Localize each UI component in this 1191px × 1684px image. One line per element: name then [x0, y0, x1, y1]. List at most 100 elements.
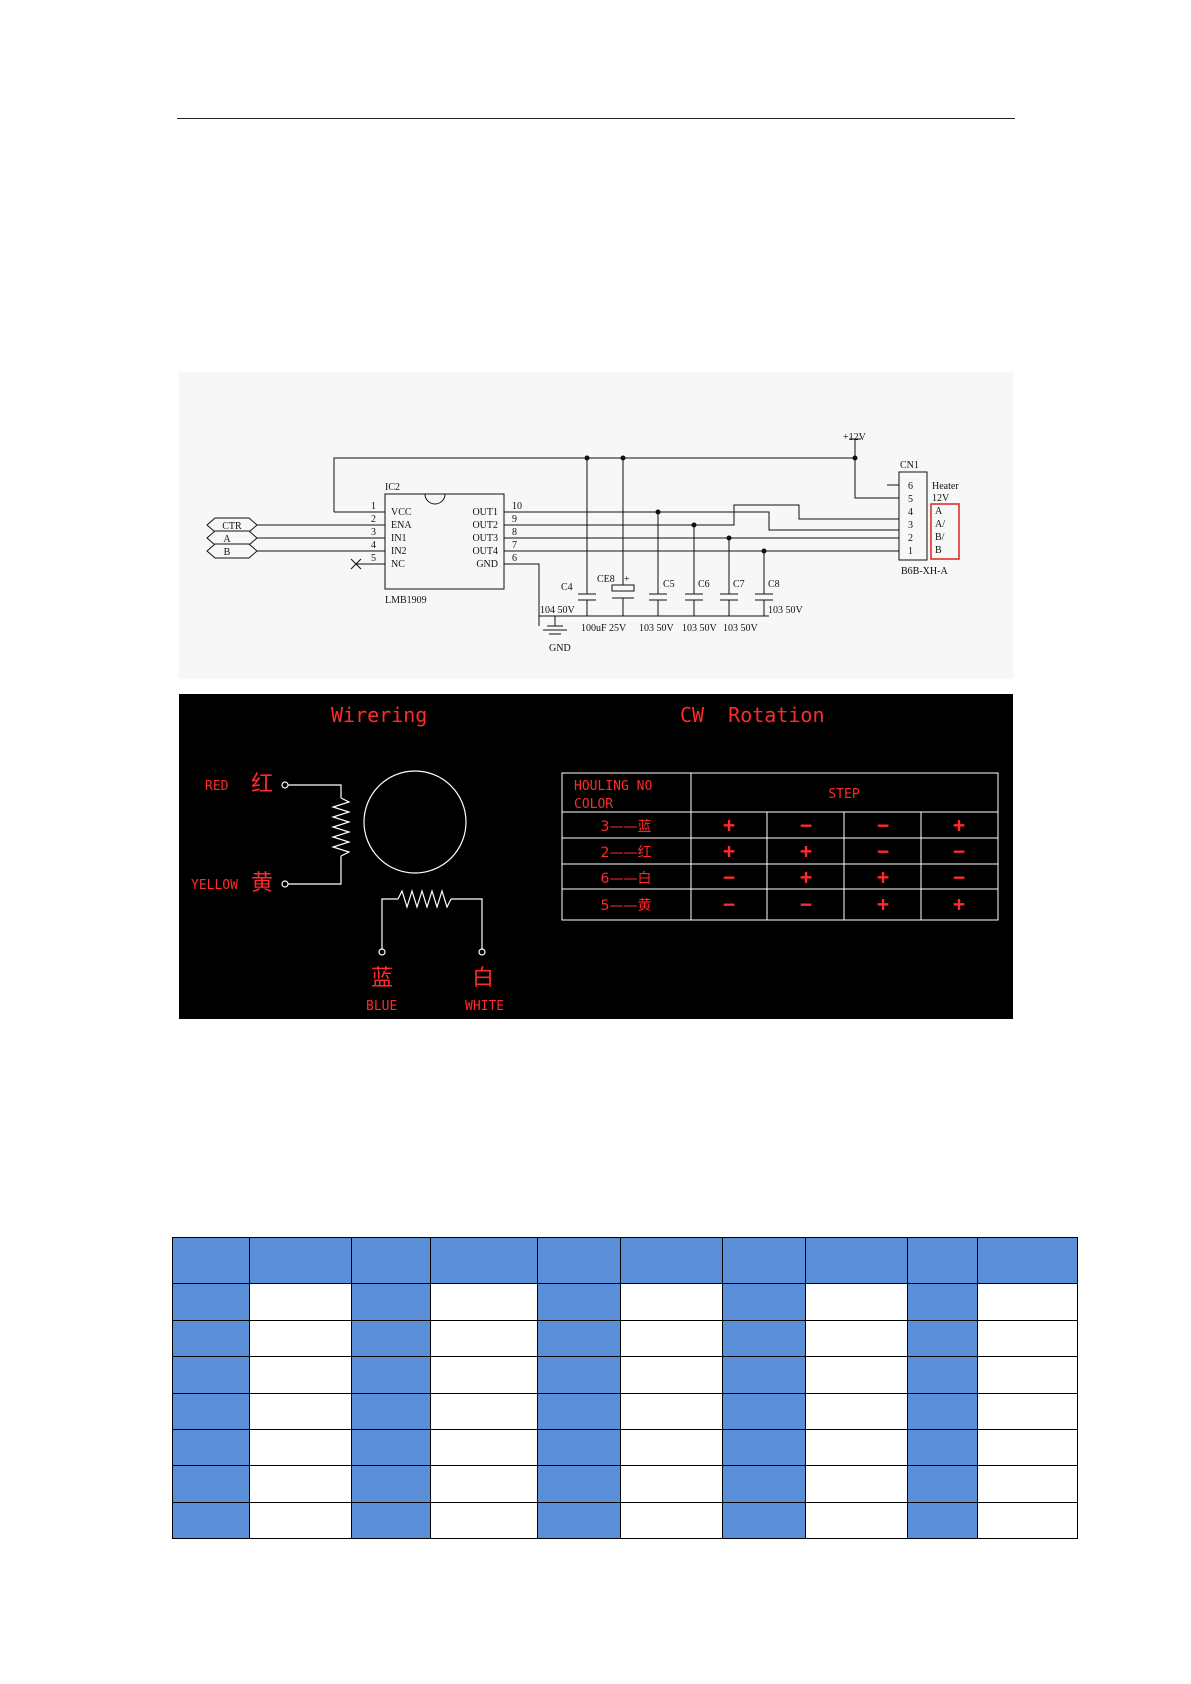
- wiring-title: Wirering: [331, 703, 427, 727]
- step-sign: −: [800, 813, 812, 837]
- input-port-a: A: [223, 534, 231, 545]
- grid-cell: [977, 1465, 1078, 1503]
- grid-cell: [977, 1319, 1078, 1358]
- step-sign: +: [877, 892, 889, 916]
- grid-cell: [351, 1356, 431, 1394]
- wire-red-cn: 红: [251, 772, 273, 797]
- step-sign: +: [877, 865, 889, 889]
- grid-cell: [430, 1392, 538, 1430]
- grid-cell: [722, 1501, 806, 1540]
- grid-cell: [351, 1501, 431, 1540]
- grid-header-cell: [977, 1236, 1078, 1285]
- grid-cell: [907, 1501, 978, 1540]
- connector-label-heater: Heater: [932, 481, 959, 492]
- grid-header-cell: [722, 1236, 806, 1285]
- step-table-header-step: STEP: [828, 787, 859, 802]
- grid-cell: [620, 1465, 723, 1503]
- grid-cell: [722, 1392, 806, 1430]
- grid-cell: [620, 1392, 723, 1430]
- grid-cell: [620, 1428, 723, 1467]
- connector-ref: CN1: [900, 460, 919, 471]
- connector-pin-1: 1: [908, 546, 913, 557]
- connector-label-a: A: [935, 506, 943, 517]
- connector-pin-4: 4: [908, 507, 913, 518]
- grid-cell: [430, 1428, 538, 1467]
- step-row-label: 3——蓝: [601, 819, 652, 835]
- step-sign: −: [723, 892, 735, 916]
- grid-cell: [430, 1283, 538, 1321]
- grid-cell: [537, 1501, 621, 1540]
- ce8-polarity: +: [624, 574, 630, 585]
- grid-cell: [907, 1319, 978, 1358]
- grid-cell: [805, 1283, 908, 1321]
- c7-value: 103 50V: [723, 623, 759, 634]
- step-sign: −: [877, 839, 889, 863]
- ic-pin-name-nc: NC: [391, 559, 405, 570]
- step-sign: −: [953, 865, 965, 889]
- grid-cell: [722, 1428, 806, 1467]
- cw-rotation-title: CW Rotation: [680, 703, 825, 727]
- grid-cell: [977, 1428, 1078, 1467]
- grid-cell: [537, 1392, 621, 1430]
- grid-row: [172, 1428, 1078, 1467]
- c5-ref: C5: [663, 579, 675, 590]
- input-port-b: B: [224, 547, 231, 558]
- ic-pin-num-1: 1: [371, 501, 376, 512]
- c4-ref: C4: [561, 582, 573, 593]
- c4-value: 104 50V: [540, 605, 576, 616]
- ce8-value: 100uF 25V: [581, 623, 627, 634]
- connector-part: B6B-XH-A: [901, 566, 948, 577]
- grid-cell: [249, 1465, 352, 1503]
- grid-header-cell: [430, 1236, 538, 1285]
- ic-pin-name-out2: OUT2: [472, 520, 498, 531]
- grid-cell: [722, 1319, 806, 1358]
- ic-pin-name-ena: ENA: [391, 520, 412, 531]
- step-sign: +: [953, 892, 965, 916]
- grid-header-cell: [351, 1236, 431, 1285]
- grid-cell: [907, 1356, 978, 1394]
- grid-cell: [537, 1283, 621, 1321]
- step-table-rows: 3——蓝+−−+2——红++−−6——白−++−5——黄−−++: [601, 813, 965, 916]
- top-rule: [177, 118, 1015, 119]
- grid-cell: [537, 1428, 621, 1467]
- grid-cell: [172, 1392, 250, 1430]
- grid-cell: [722, 1465, 806, 1503]
- grid-cell: [805, 1392, 908, 1430]
- grid-cell: [430, 1465, 538, 1503]
- step-row-label: 5——黄: [601, 897, 652, 914]
- grid-cell: [620, 1319, 723, 1358]
- grid-cell: [907, 1428, 978, 1467]
- grid-cell: [620, 1283, 723, 1321]
- grid-header-cell: [907, 1236, 978, 1285]
- connector-pin-3: 3: [908, 520, 913, 531]
- grid-cell: [430, 1501, 538, 1540]
- step-sign: +: [723, 813, 735, 837]
- wire-white-en: WHITE: [465, 999, 504, 1014]
- ic-pin-num-3: 3: [371, 527, 376, 538]
- grid-row: [172, 1283, 1078, 1321]
- grid-cell: [172, 1465, 250, 1503]
- ic-pin-num-6: 6: [512, 553, 517, 564]
- ic-pin-name-out1: OUT1: [472, 507, 498, 518]
- grid-cell: [805, 1465, 908, 1503]
- c6-ref: C6: [698, 579, 710, 590]
- step-sign: −: [800, 892, 812, 916]
- ic-pin-num-9: 9: [512, 514, 517, 525]
- c7-ref: C7: [733, 579, 745, 590]
- ic-pin-num-2: 2: [371, 514, 376, 525]
- wire-red-en: RED: [205, 779, 229, 794]
- c5-value: 103 50V: [639, 623, 675, 634]
- ic-part: LMB1909: [385, 595, 427, 606]
- grid-cell: [430, 1319, 538, 1358]
- step-sign: −: [877, 813, 889, 837]
- grid-row: [172, 1465, 1078, 1503]
- grid-cell: [722, 1283, 806, 1321]
- wire-yellow-cn: 黄: [251, 871, 273, 896]
- wire-blue-en: BLUE: [366, 999, 397, 1014]
- step-row-label: 2——红: [601, 845, 652, 861]
- grid-header-cell: [249, 1236, 352, 1285]
- ic-pin-name-vcc: VCC: [391, 507, 412, 518]
- grid-cell: [172, 1501, 250, 1540]
- schematic-diagram: CTR A B IC2 LMB1909 1 2 3 4 5 VCC ENA IN…: [179, 372, 1013, 679]
- ce8-ref: CE8: [597, 574, 615, 585]
